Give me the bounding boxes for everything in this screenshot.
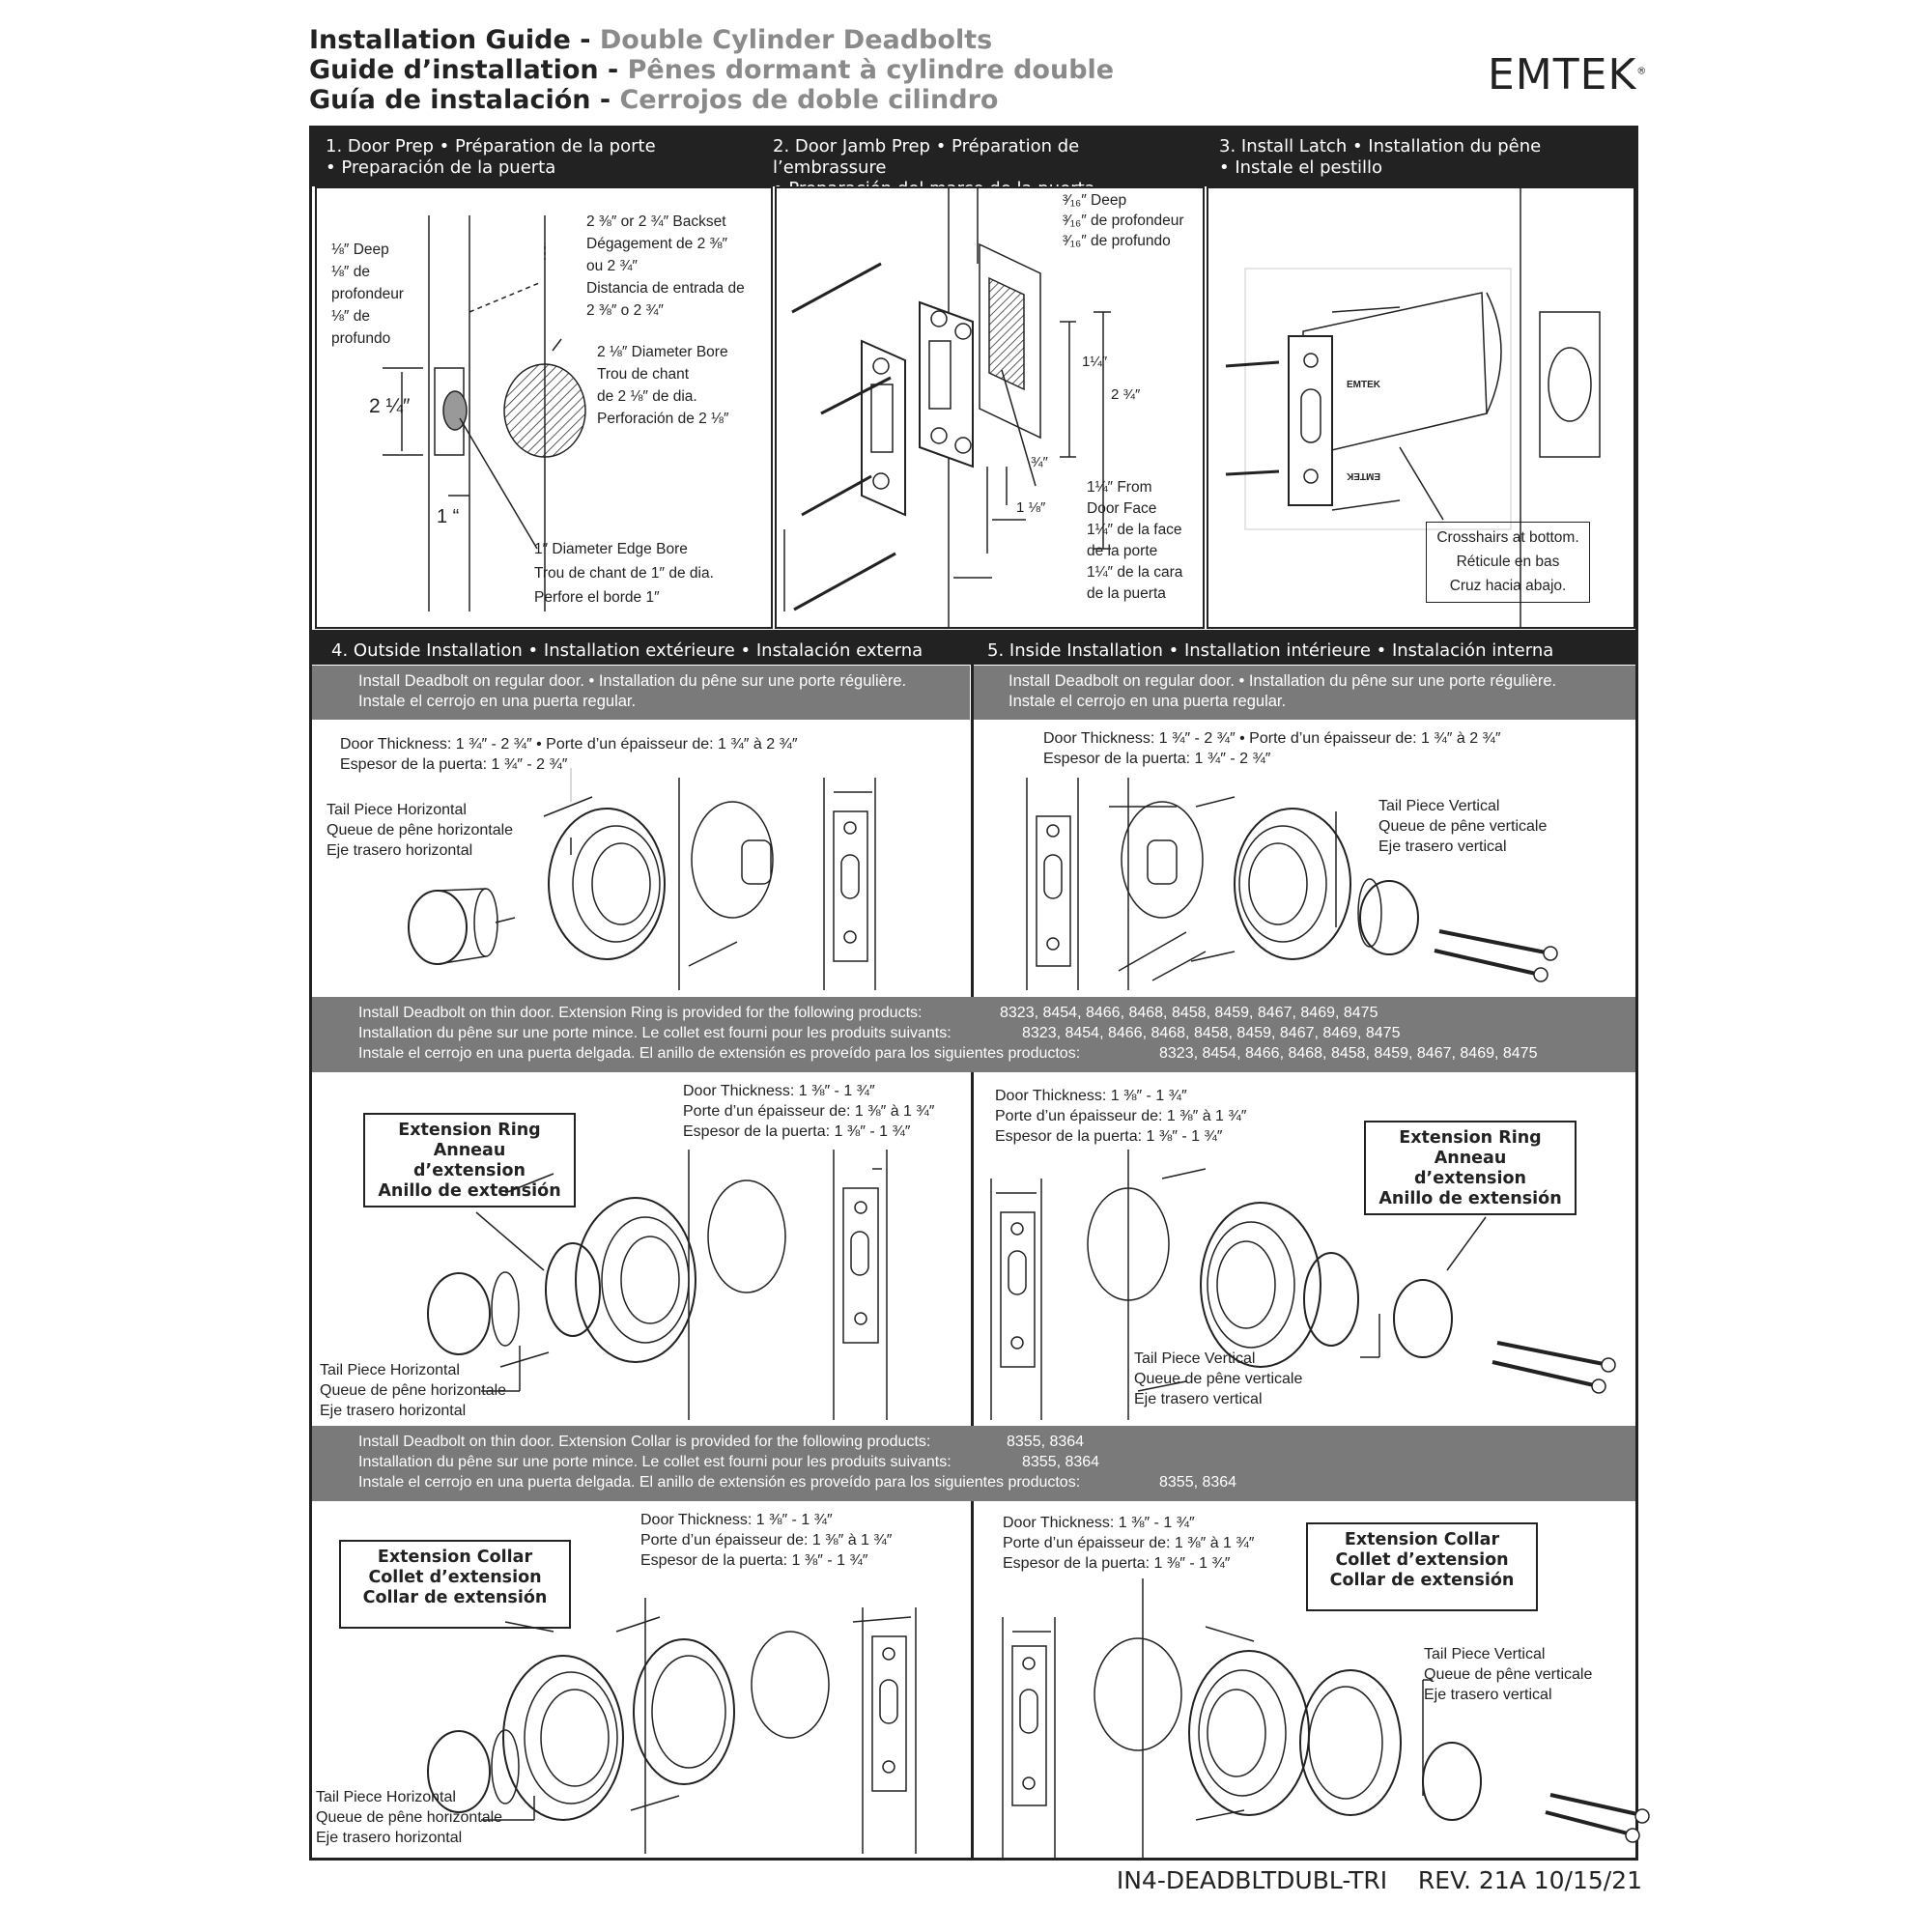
footer-doc-code: IN4-DEADBLTDUBL-TRI REV. 21A 10/15/21 [1116,1866,1642,1894]
collar-note: Install Deadbolt on thin door. Extension… [312,1426,1635,1501]
step1-header: 1. Door Prep • Préparation de la porte• … [326,136,656,178]
jamb-prep-diagram [775,186,1205,629]
door-prep-one-inch: 1 “ [437,506,460,527]
jamb-dim-b: 2 ¾″ [1111,386,1141,403]
center-divider [971,665,974,1861]
screws-collar-inside [1541,1787,1657,1845]
regular-thickness-out: Door Thickness: 1 ¾″ - 2 ¾″ • Porte d’un… [340,736,798,773]
screws-regular-inside [1430,923,1565,981]
step2-header: 2. Door Jamb Prep • Préparation de l’emb… [773,136,1095,199]
install-latch-diagram [1207,186,1635,629]
ring-inside-diagram [974,1072,1635,1425]
collar-thickness-out: Door Thickness: 1 ⅜″ - 1 ¾″Porte d’un ép… [640,1512,893,1569]
jamb-dim-c: ¾″ [1031,454,1048,470]
brand-logo: EMTEK® [1488,50,1648,99]
ring-thickness-out: Door Thickness: 1 ⅜″ - 1 ¾″Porte d’un ép… [683,1083,935,1140]
regular-thickness-in: Door Thickness: 1 ¾″ - 2 ¾″ • Porte d’un… [1043,730,1501,767]
regular-note-right: Install Deadbolt on regular door. • Inst… [974,666,1635,720]
jamb-dim-d: 1 ⅛″ [1016,499,1046,516]
step5-header: 5. Inside Installation • Installation in… [987,640,1554,661]
latch-plate-mark-top: EMTEK [1347,380,1380,390]
middle-header-bar [312,630,1635,665]
guide-frame [309,126,1638,1861]
step4-header: 4. Outside Installation • Installation e… [331,640,923,661]
screws-ring-inside [1488,1335,1623,1393]
regular-inside-diagram [974,720,1635,995]
title-en: Installation Guide - Double Cylinder Dea… [309,25,993,55]
collar-inside-diagram [974,1501,1635,1859]
regular-outside-diagram [312,720,971,995]
collar-outside-diagram [312,1501,971,1859]
ring-thickness-in: Door Thickness: 1 ⅜″ - 1 ¾″Porte d’un ép… [995,1088,1247,1145]
ring-outside-diagram [312,1072,971,1425]
title-es: Guía de instalación - Cerrojos de doble … [309,85,999,115]
title-fr: Guide d’installation - Pênes dormant à c… [309,55,1115,85]
door-prep-height: 2 ¼″ [369,395,411,417]
step3-header: 3. Install Latch • Installation du pêne•… [1219,136,1542,178]
collar-thickness-in: Door Thickness: 1 ⅜″ - 1 ¾″Porte d’un ép… [1003,1515,1255,1572]
top-header-bar [312,128,1635,186]
regular-note-left: Install Deadbolt on regular door. • Inst… [312,666,970,720]
door-prep-diagram [315,186,773,629]
jamb-dim-a: 1¼″ [1082,354,1108,370]
latch-plate-mark-bottom: EMTEK [1347,470,1380,481]
ring-note: Install Deadbolt on thin door. Extension… [312,997,1635,1072]
